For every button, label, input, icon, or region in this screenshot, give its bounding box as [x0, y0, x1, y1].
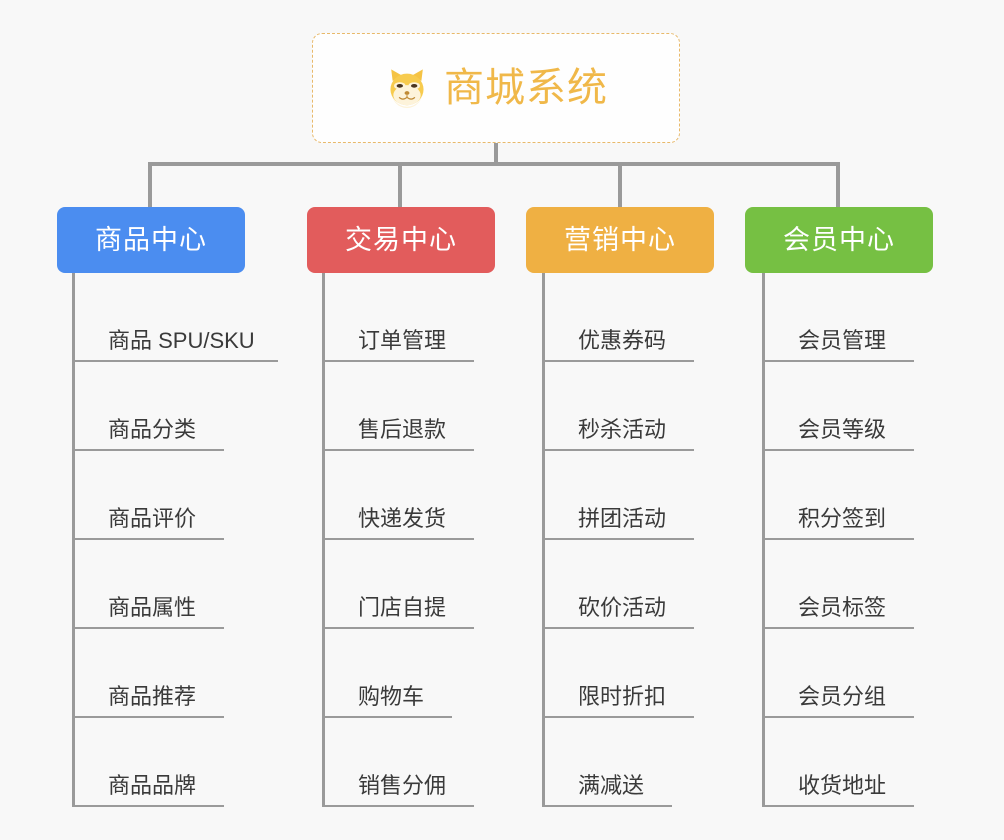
- leaf-item[interactable]: 售后退款: [322, 362, 474, 451]
- leaf-item-label: 门店自提: [358, 594, 447, 620]
- leaf-item-label: 购物车: [358, 683, 425, 709]
- leaf-item-label: 会员管理: [798, 327, 887, 353]
- branch-drop-connector-product-center: [148, 162, 152, 209]
- branch-drop-connector-marketing-center: [618, 162, 622, 209]
- leaf-item-label: 快递发货: [358, 505, 447, 531]
- category-label: 营销中心: [564, 224, 676, 255]
- leaf-item[interactable]: 秒杀活动: [542, 362, 694, 451]
- leaf-trunk-line-member-center: [762, 273, 765, 807]
- leaf-item-label: 商品推荐: [108, 683, 197, 709]
- root-stem-connector: [494, 143, 498, 166]
- category-label: 商品中心: [95, 224, 207, 255]
- branch-drop-connector-trade-center: [398, 162, 402, 209]
- leaf-item-label: 秒杀活动: [578, 416, 667, 442]
- leaf-item-label: 限时折扣: [578, 683, 667, 709]
- leaf-item[interactable]: 砍价活动: [542, 540, 694, 629]
- leaf-item-label: 售后退款: [358, 416, 447, 442]
- leaf-item[interactable]: 商品品牌: [72, 718, 224, 807]
- leaf-item[interactable]: 会员分组: [762, 629, 914, 718]
- leaf-item[interactable]: 商品属性: [72, 540, 224, 629]
- category-node-product-center[interactable]: 商品中心: [57, 207, 245, 273]
- category-label: 会员中心: [783, 224, 895, 255]
- shiba-dog-face-icon: [384, 65, 430, 111]
- category-node-marketing-center[interactable]: 营销中心: [526, 207, 714, 273]
- leaf-item[interactable]: 会员等级: [762, 362, 914, 451]
- leaf-item-label: 积分签到: [798, 505, 887, 531]
- leaf-trunk-line-marketing-center: [542, 273, 545, 807]
- leaf-item[interactable]: 会员管理: [762, 273, 914, 362]
- leaf-item[interactable]: 收货地址: [762, 718, 914, 807]
- leaf-item-label: 会员标签: [798, 594, 887, 620]
- leaf-trunk-line-product-center: [72, 273, 75, 807]
- leaf-item[interactable]: 满减送: [542, 718, 672, 807]
- leaf-item[interactable]: 商品 SPU/SKU: [72, 273, 278, 362]
- leaf-item-label: 砍价活动: [578, 594, 667, 620]
- leaf-item-label: 商品评价: [108, 505, 197, 531]
- leaf-item[interactable]: 拼团活动: [542, 451, 694, 540]
- leaf-item-label: 收货地址: [798, 772, 887, 798]
- leaf-item-label: 拼团活动: [578, 505, 667, 531]
- leaf-item[interactable]: 会员标签: [762, 540, 914, 629]
- leaf-item[interactable]: 商品推荐: [72, 629, 224, 718]
- leaf-item[interactable]: 限时折扣: [542, 629, 694, 718]
- leaf-item[interactable]: 快递发货: [322, 451, 474, 540]
- leaf-item-label: 销售分佣: [358, 772, 447, 798]
- leaf-item[interactable]: 门店自提: [322, 540, 474, 629]
- leaf-item[interactable]: 订单管理: [322, 273, 474, 362]
- branch-drop-connector-member-center: [836, 162, 840, 209]
- leaf-item-label: 会员分组: [798, 683, 887, 709]
- leaf-trunk-line-trade-center: [322, 273, 325, 807]
- category-node-trade-center[interactable]: 交易中心: [307, 207, 495, 273]
- leaf-item-label: 满减送: [578, 772, 645, 798]
- leaf-item-label: 商品分类: [108, 416, 197, 442]
- leaf-item[interactable]: 商品评价: [72, 451, 224, 540]
- leaf-item[interactable]: 商品分类: [72, 362, 224, 451]
- leaf-item-label: 订单管理: [358, 327, 447, 353]
- leaf-item[interactable]: 优惠券码: [542, 273, 694, 362]
- root-node-shangcheng-xitong[interactable]: 商城系统: [312, 33, 680, 143]
- leaf-item[interactable]: 销售分佣: [322, 718, 474, 807]
- root-title: 商城系统: [444, 66, 608, 110]
- category-node-member-center[interactable]: 会员中心: [745, 207, 933, 273]
- category-label: 交易中心: [345, 224, 457, 255]
- leaf-item[interactable]: 购物车: [322, 629, 452, 718]
- leaf-item-label: 会员等级: [798, 416, 887, 442]
- leaf-item-label: 优惠券码: [578, 327, 667, 353]
- leaf-item-label: 商品属性: [108, 594, 197, 620]
- leaf-item-label: 商品 SPU/SKU: [108, 327, 255, 353]
- leaf-item[interactable]: 积分签到: [762, 451, 914, 540]
- horizontal-bus-connector: [148, 162, 840, 166]
- leaf-item-label: 商品品牌: [108, 772, 197, 798]
